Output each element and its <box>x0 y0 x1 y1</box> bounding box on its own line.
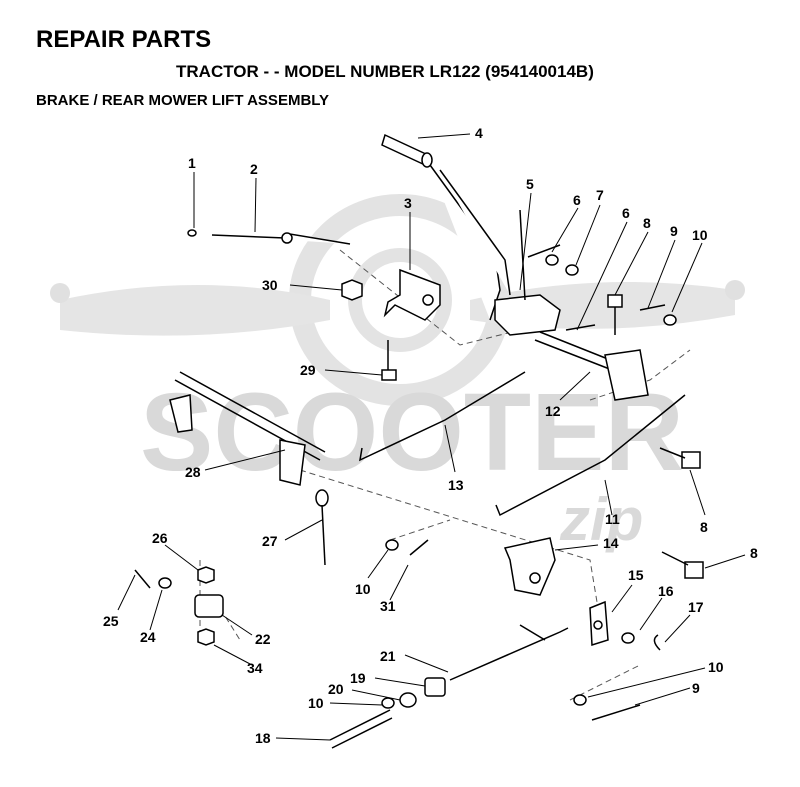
callout-22: 22 <box>255 631 271 647</box>
page-title: REPAIR PARTS <box>36 26 212 53</box>
callout-6: 6 <box>573 192 581 208</box>
callout-4: 4 <box>475 125 483 141</box>
part-4-handle-grip <box>381 133 511 321</box>
watermark-suffix: zip <box>559 486 643 553</box>
part-1-pin <box>187 229 197 237</box>
part-3-bracket <box>383 268 441 321</box>
callout-5: 5 <box>526 176 534 192</box>
callout-17: 17 <box>688 599 704 615</box>
callout-28: 28 <box>185 464 201 480</box>
parts-10-31-washer-clip <box>385 539 429 556</box>
callout-19: 19 <box>350 670 366 686</box>
part-12-shaft <box>534 331 649 401</box>
callout-8: 8 <box>643 215 651 231</box>
callout-15: 15 <box>628 567 644 583</box>
watermark-logo: SCOOTER zip <box>50 194 745 553</box>
part-28-cross-shaft <box>169 371 326 486</box>
callout-25: 25 <box>103 613 119 629</box>
part-21-rod <box>449 624 569 681</box>
assembly-title: BRAKE / REAR MOWER LIFT ASSEMBLY <box>36 92 330 109</box>
callout-24: 24 <box>140 629 156 645</box>
part-5-lever-bracket <box>494 209 561 336</box>
callout-11: 11 <box>605 511 620 527</box>
callout-8b: 8 <box>700 519 708 535</box>
watermark-text: SCOOTER <box>140 371 684 494</box>
part-14-bracket <box>503 537 556 596</box>
callout-16: 16 <box>658 583 674 599</box>
callout-34: 34 <box>247 660 263 676</box>
callout-8c: 8 <box>750 545 758 561</box>
part-11-rod <box>495 394 686 517</box>
callout-9: 9 <box>670 223 678 239</box>
callout-10d: 10 <box>308 695 324 711</box>
parts-16-17-washer-clip <box>621 632 661 651</box>
callout-20: 20 <box>328 681 344 697</box>
part-27-eye-bolt <box>315 489 329 566</box>
callout-2: 2 <box>250 161 258 177</box>
callout-29: 29 <box>300 362 316 378</box>
part-13-rod <box>359 371 526 462</box>
callout-3: 3 <box>404 195 412 211</box>
callout-10: 10 <box>692 227 708 243</box>
model-subtitle: TRACTOR - - MODEL NUMBER LR122 (95414001… <box>176 62 594 81</box>
parts-9-10-lower <box>573 694 641 721</box>
parts-22-26-swivel-hardware <box>134 566 224 646</box>
callout-1: 1 <box>188 155 196 171</box>
callout-26: 26 <box>152 530 168 546</box>
callout-10b: 10 <box>355 581 371 597</box>
parts-18-20-spring-hardware <box>329 677 446 749</box>
callout-10c: 10 <box>708 659 724 675</box>
callout-27: 27 <box>262 533 278 549</box>
callout-13: 13 <box>448 477 464 493</box>
callout-7: 7 <box>596 187 604 203</box>
leader-lines <box>117 133 746 741</box>
callout-9b: 9 <box>692 680 700 696</box>
callout-21: 21 <box>380 648 396 664</box>
callout-31: 31 <box>380 598 396 614</box>
part-2-rod <box>211 232 351 245</box>
parts-9-10-clip-washer <box>639 304 677 326</box>
callout-6b: 6 <box>622 205 630 221</box>
callout-30: 30 <box>262 277 278 293</box>
callout-labels: 1 2 3 4 5 6 7 6 8 9 10 30 29 28 12 13 11… <box>103 125 758 746</box>
part-15-plate <box>589 600 609 647</box>
callout-12: 12 <box>545 403 561 419</box>
callout-14: 14 <box>603 535 619 551</box>
callout-18: 18 <box>255 730 271 746</box>
